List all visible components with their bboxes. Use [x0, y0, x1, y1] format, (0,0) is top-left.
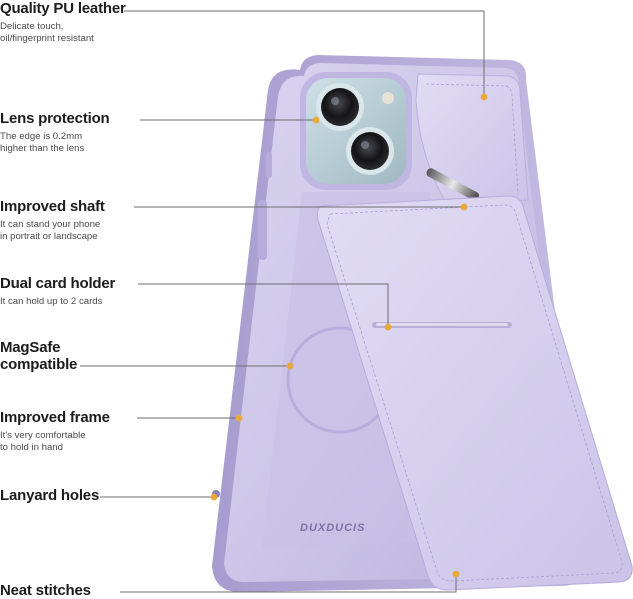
feature-title: MagSafe	[0, 339, 61, 356]
side-button-small	[266, 152, 272, 178]
leader-quality-pu-leather	[124, 10, 485, 96]
feature-lens-protection: Lens protection The edge is 0.2mm higher…	[0, 110, 110, 155]
feature-desc: It's very comfortable to hold in hand	[0, 430, 86, 453]
flap-stitch	[326, 204, 623, 582]
callout-dot-stitches	[452, 570, 460, 578]
feature-magsafe-compatible: MagSafe compatible	[0, 339, 77, 373]
feature-title: Improved shaft	[0, 198, 105, 215]
feature-desc: It can stand your phone in portrait or l…	[0, 219, 101, 242]
feature-dual-card-holder: Dual card holder It can hold up to 2 car…	[0, 275, 115, 308]
feature-improved-shaft: Improved shaft It can stand your phone i…	[0, 198, 105, 243]
feature-title: Improved frame	[0, 409, 110, 426]
hinge-shaft	[426, 168, 480, 201]
callout-dot-card	[384, 323, 392, 331]
feature-desc: It can hold up to 2 cards	[0, 296, 103, 307]
callout-dot-magsafe	[286, 362, 294, 370]
leader-dual-card-holder	[138, 283, 389, 326]
callout-dot-lanyard	[210, 493, 218, 501]
feature-title: Lanyard holes	[0, 487, 100, 504]
feature-title: Quality PU leather	[0, 0, 126, 17]
feature-title: compatible	[0, 356, 78, 373]
callout-dot-leather	[480, 93, 488, 101]
feature-title: Neat stitches	[0, 582, 91, 599]
feature-title: Lens protection	[0, 110, 110, 127]
card-holder-flap	[317, 195, 633, 591]
brand-logo: DUXDUCIS	[300, 522, 365, 534]
feature-desc: The edge is 0.2mm higher than the lens	[0, 131, 85, 154]
callout-dot-lens	[312, 116, 320, 124]
camera-module	[300, 72, 412, 190]
upper-pocket-stitch	[425, 83, 519, 195]
leader-neat-stitches	[120, 574, 457, 593]
feature-lanyard-holes: Lanyard holes	[0, 487, 99, 504]
side-button	[258, 200, 267, 260]
feature-improved-frame: Improved frame It's very comfortable to …	[0, 409, 110, 454]
callout-dot-frame	[235, 414, 243, 422]
feature-quality-pu-leather: Quality PU leather Delicate touch, oil/f…	[0, 0, 126, 45]
feature-neat-stitches: Neat stitches	[0, 582, 91, 599]
feature-title: Dual card holder	[0, 275, 116, 292]
callout-dot-shaft	[460, 203, 468, 211]
feature-desc: Delicate touch, oil/fingerprint resistan…	[0, 21, 94, 44]
